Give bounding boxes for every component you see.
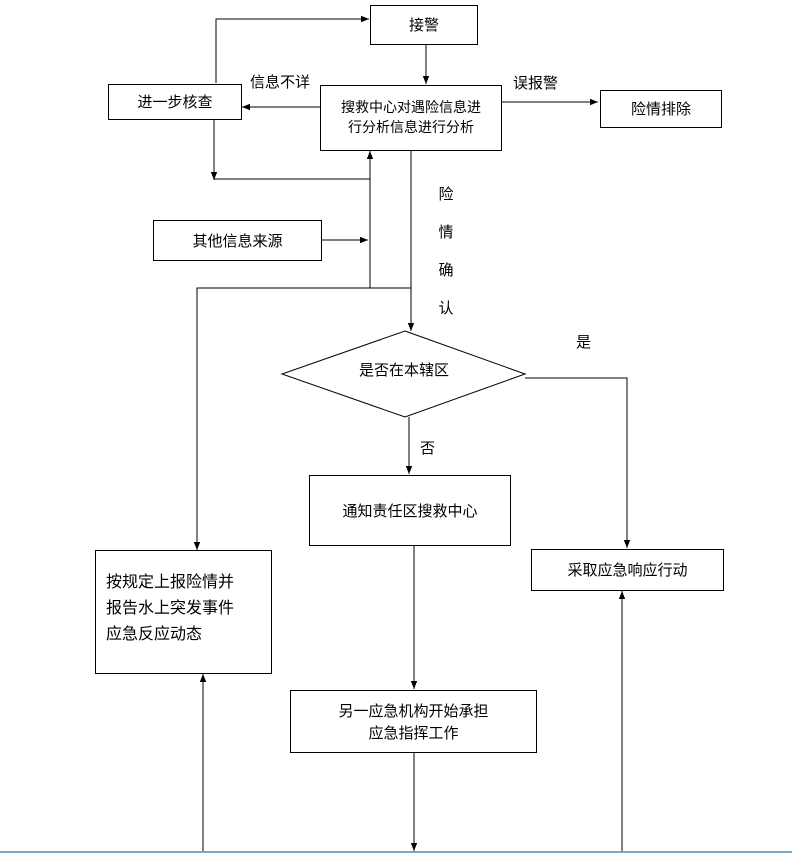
node-another-agency: 另一应急机构开始承担 应急指挥工作 [290, 690, 537, 753]
node-analysis-label: 搜救中心对遇险信息进 行分析信息进行分析 [341, 100, 481, 136]
node-other-sources-label: 其他信息来源 [192, 231, 283, 250]
node-other-sources: 其他信息来源 [153, 220, 322, 261]
edge-label-false-alarm: 误报警 [513, 74, 559, 92]
node-verify-label: 进一步核查 [137, 93, 213, 111]
edge-label-confirm-1: 险 [438, 185, 454, 203]
node-clear: 险情排除 [600, 90, 722, 128]
edge-label-no: 否 [420, 439, 436, 457]
node-respond: 采取应急响应行动 [531, 549, 724, 591]
node-notify-label: 通知责任区搜救中心 [342, 501, 478, 520]
edge-label-confirm-3: 确 [438, 261, 454, 279]
node-alarm-label: 接警 [408, 16, 439, 34]
edge-label-confirm-4: 认 [438, 299, 454, 317]
node-respond-label: 采取应急响应行动 [567, 561, 688, 579]
node-report: 按规定上报险情并 报告水上突发事件 应急反应动态 [95, 550, 272, 674]
edge-label-yes: 是 [576, 333, 592, 351]
node-alarm: 接警 [370, 5, 478, 45]
node-notify: 通知责任区搜救中心 [309, 475, 511, 546]
decision-diamond [280, 330, 527, 418]
edge-verify-to-alarm [215, 15, 369, 83]
edge-branch-to-report [193, 287, 411, 550]
node-another-agency-label: 另一应急机构开始承担 应急指挥工作 [338, 701, 489, 742]
edge-label-info-unclear: 信息不详 [250, 73, 311, 91]
node-analysis: 搜救中心对遇险信息进 行分析信息进行分析 [320, 85, 502, 151]
edge-decision-to-respond [525, 377, 631, 548]
node-verify: 进一步核查 [108, 84, 242, 120]
edge-label-confirm-2: 情 [438, 223, 454, 241]
decision-label: 是否在本辖区 [358, 361, 449, 379]
bottom-border [0, 851, 792, 853]
node-clear-label: 险情排除 [630, 100, 691, 118]
node-report-label: 按规定上报险情并 报告水上突发事件 应急反应动态 [106, 572, 235, 643]
